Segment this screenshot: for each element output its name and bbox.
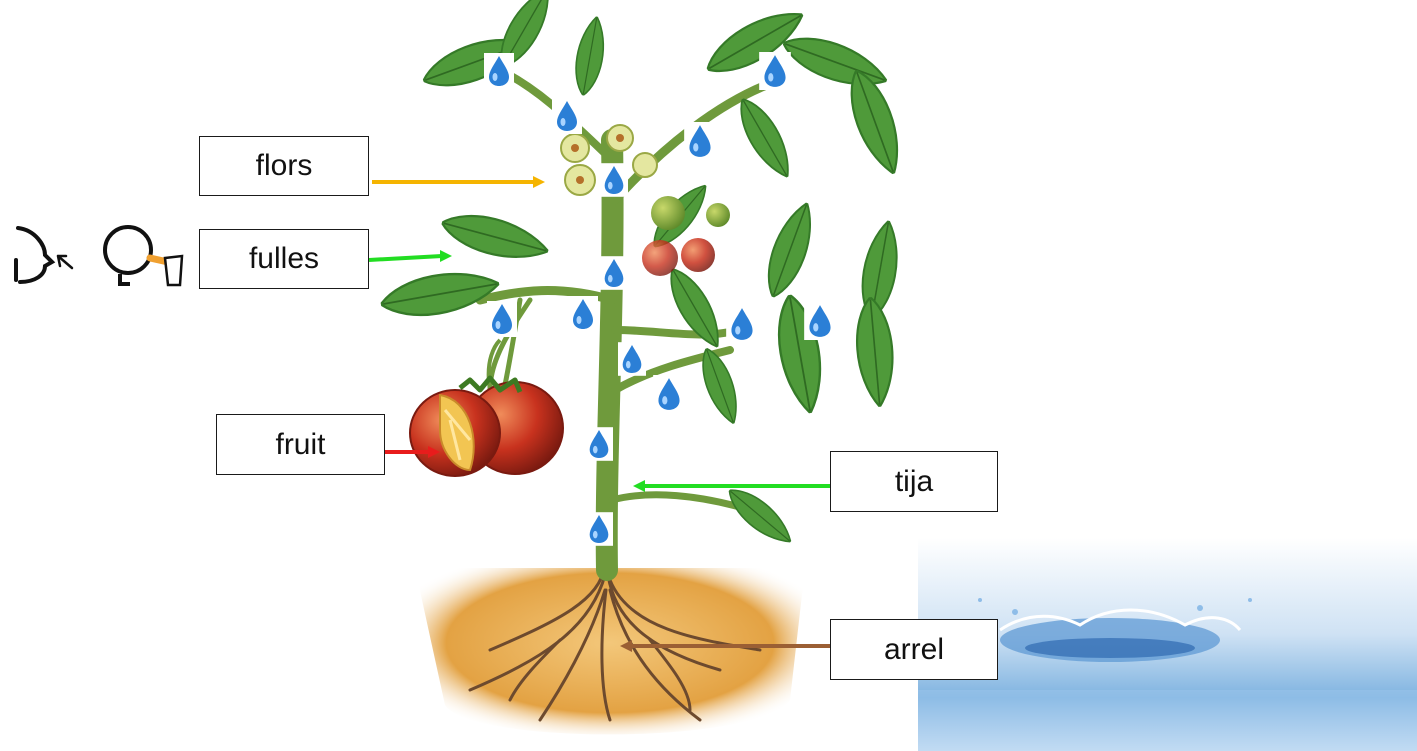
label-fulles-text: fulles xyxy=(249,242,319,276)
water-drop-icon xyxy=(585,512,613,546)
label-tija: tija xyxy=(830,451,998,512)
tomato-fruit xyxy=(410,340,563,476)
label-fruit-text: fruit xyxy=(275,428,325,462)
label-fruit: fruit xyxy=(216,414,385,475)
label-tija-text: tija xyxy=(895,465,933,499)
water-drop-icon xyxy=(568,296,598,332)
water-drop-icon xyxy=(484,53,514,89)
water-drop-icon xyxy=(759,52,791,90)
label-flors: flors xyxy=(199,136,369,196)
water-drop-icon xyxy=(552,98,582,134)
water-drop-icon xyxy=(653,375,685,413)
water-drop-icon xyxy=(618,342,646,376)
water-drop-icon xyxy=(600,163,628,197)
drinking-face-icon xyxy=(105,227,182,285)
label-fulles: fulles xyxy=(199,229,369,289)
water-drop-icon xyxy=(804,302,836,340)
water-drop-icon xyxy=(726,305,758,343)
label-arrel: arrel xyxy=(830,619,998,680)
water-drops xyxy=(484,52,836,546)
water-drop-icon xyxy=(600,256,628,290)
water-drop-icon xyxy=(487,301,517,337)
water-drop-icon xyxy=(684,122,716,160)
label-arrel-text: arrel xyxy=(884,633,944,667)
arrow-fulles xyxy=(369,256,442,260)
inhale-face-icon xyxy=(16,228,72,282)
water-drop-icon xyxy=(585,427,613,461)
label-flors-text: flors xyxy=(256,149,313,183)
